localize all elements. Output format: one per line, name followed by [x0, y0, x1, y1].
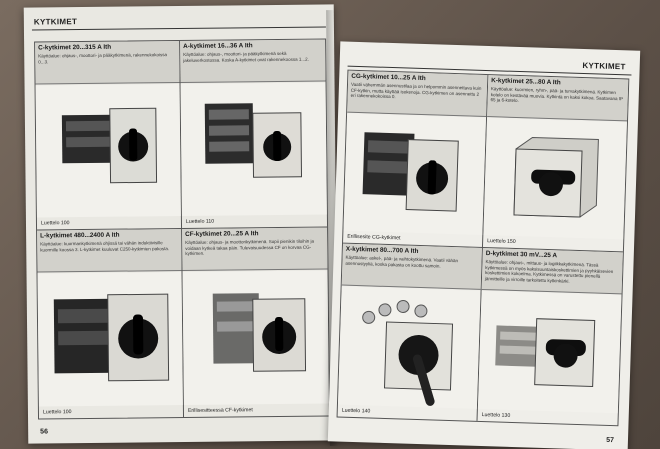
product-description: Käyttöalue: kuormien, ryhm-, pää- ja tur…	[490, 86, 624, 104]
rotary-switch-icon	[362, 132, 459, 212]
product-title: C-kytkimet 20...315 A Ith	[38, 43, 112, 52]
product-photo	[343, 113, 487, 235]
rotary-switch-icon	[212, 293, 307, 372]
product-title: CF-kytkimet 20...25 A Ith	[185, 230, 259, 238]
product-cell-k: K-kytkimet 25...80 A Ith Käyttöalue: kuo…	[482, 75, 629, 253]
product-description: Käyttöalue: kuormankytkimenä ohjissä tai…	[40, 240, 170, 253]
product-cell-a: A-kytkimet 16...36 A Ith Käyttöalue: ohj…	[180, 39, 328, 229]
catalogue-reference: Luettelo 100	[40, 220, 70, 227]
product-cell-cg: CG-kytkimet 10...25 A Ith Vaatii vähemmä…	[343, 70, 489, 248]
rotary-switch-icon	[362, 299, 454, 406]
product-photo	[35, 84, 181, 218]
catalogue-reference: Erillisesite CG-kytkimet	[347, 233, 401, 242]
product-photo	[37, 271, 183, 407]
product-cell-x: X-kytkimet 80...700 A Ith Käyttöalue: as…	[337, 243, 483, 421]
product-description: Käyttöalue: ohjaus- ja moottorikytkimenä…	[185, 238, 315, 257]
right-page: KYTKIMET CG-kytkimet 10...25 A Ith Vaati…	[327, 41, 641, 449]
product-cell-d: D-kytkimet 30 mV...25 A Käyttöalue: ohja…	[477, 247, 623, 425]
product-photo	[180, 82, 327, 216]
product-photo	[182, 270, 329, 405]
product-description: Käyttöalue: ohjaus-, moottori- ja pääkyt…	[183, 50, 309, 63]
catalogue-reference: Luettelo 110	[185, 218, 215, 225]
rotary-switch-icon	[513, 136, 599, 218]
product-title: A-kytkimet 16...36 A Ith	[183, 42, 253, 50]
catalogue-reference: Luettelo 140	[341, 407, 371, 415]
product-grid-right: CG-kytkimet 10...25 A Ith Vaatii vähemmä…	[336, 69, 630, 427]
catalogue-reference: Luettelo 130	[481, 412, 511, 419]
product-header: CF-kytkimet 20...25 A Ith Käyttöalue: oh…	[182, 227, 328, 271]
rotary-switch-icon	[204, 103, 303, 178]
product-photo	[477, 290, 622, 414]
rotary-switch-icon	[495, 318, 596, 387]
product-cell-cf: CF-kytkimet 20...25 A Ith Käyttöalue: oh…	[182, 227, 329, 417]
product-cell-c: C-kytkimet 20...315 A Ith Käyttöalue: oh…	[35, 40, 183, 231]
page-number-right: 57	[606, 436, 615, 445]
page-number-left: 56	[40, 428, 49, 436]
section-title-right: KYTKIMET	[582, 61, 626, 72]
product-header: CG-kytkimet 10...25 A Ith Vaatii vähemmä…	[347, 70, 488, 118]
product-description: Käyttöalue: ohjaus-, moottori- ja pääkyt…	[38, 52, 168, 65]
product-header: X-kytkimet 80...700 A Ith Käyttöalue: as…	[341, 243, 482, 290]
product-grid-left: C-kytkimet 20...315 A Ith Käyttöalue: oh…	[34, 38, 331, 420]
product-title: L-kytkimet 480...2400 A Ith	[40, 231, 120, 240]
catalogue-reference: Erillisesitteessä CF-kytkimet	[187, 407, 253, 414]
header-rule	[31, 26, 326, 31]
product-photo	[483, 118, 627, 240]
product-header: A-kytkimet 16...36 A Ith Käyttöalue: ohj…	[180, 39, 326, 83]
catalogue-reference: Luettelo 100	[42, 409, 72, 416]
product-photo	[337, 286, 481, 409]
left-page: KYTKIMET C-kytkimet 20...315 A Ith Käytt…	[23, 4, 339, 444]
product-description: Vaatii vähemmän asennustilaa ja on helpo…	[350, 81, 482, 100]
product-cell-l: L-kytkimet 480...2400 A Ith Käyttöalue: …	[37, 228, 185, 419]
product-header: K-kytkimet 25...80 A Ith Käyttöalue: kuo…	[487, 75, 629, 122]
rotary-switch-icon	[53, 293, 170, 382]
product-header: C-kytkimet 20...315 A Ith Käyttöalue: oh…	[35, 41, 180, 85]
rotary-switch-icon	[61, 107, 158, 184]
catalogue-reference: Luettelo 150	[487, 238, 516, 245]
product-header: L-kytkimet 480...2400 A Ith Käyttöalue: …	[37, 228, 182, 273]
product-description: Käyttöalue: ohjaus-, mittaus- ja logiikk…	[484, 259, 614, 284]
section-title-left: KYTKIMET	[33, 17, 78, 27]
product-header: D-kytkimet 30 mV...25 A Käyttöalue: ohja…	[481, 247, 623, 295]
